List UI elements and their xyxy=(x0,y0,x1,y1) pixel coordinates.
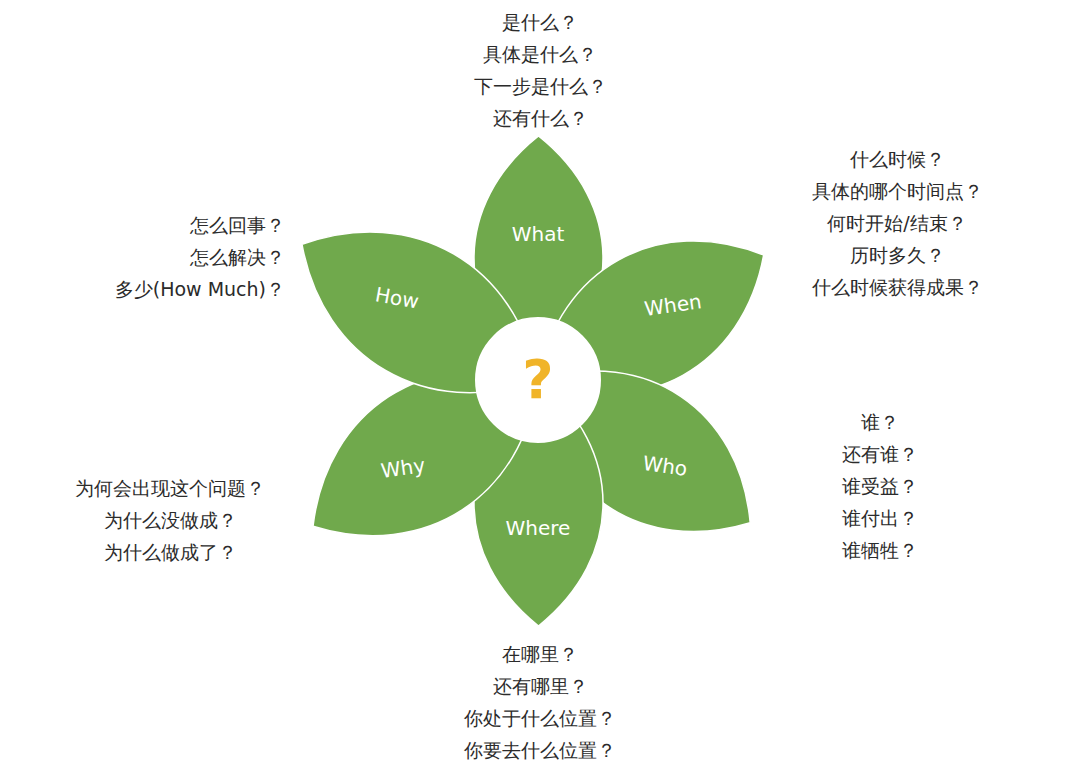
center-circle: ? xyxy=(474,316,602,444)
petal-label: What xyxy=(512,222,565,246)
question-text: 多少(How Much)？ xyxy=(115,273,285,305)
question-list: 什么时候？具体的哪个时间点？何时开始/结束？历时多久？什么时候获得成果？ xyxy=(812,143,983,303)
question-text: 为何会出现这个问题？ xyxy=(75,472,265,504)
question-mark: ? xyxy=(522,353,553,407)
question-text: 为什么没做成？ xyxy=(75,504,265,536)
question-text: 你处于什么位置？ xyxy=(464,702,616,734)
question-text: 什么时候？ xyxy=(812,143,983,175)
question-text: 你要去什么位置？ xyxy=(464,734,616,766)
question-text: 是什么？ xyxy=(474,6,607,38)
question-text: 具体的哪个时间点？ xyxy=(812,175,983,207)
circle-outline xyxy=(476,318,600,442)
question-text: 具体是什么？ xyxy=(474,38,607,70)
question-text: 什么时候获得成果？ xyxy=(812,271,983,303)
question-text: 谁牺牲？ xyxy=(842,534,918,566)
question-text: 历时多久？ xyxy=(812,239,983,271)
question-text: 谁？ xyxy=(842,406,918,438)
petal-label: Where xyxy=(506,516,571,540)
question-list: 为何会出现这个问题？为什么没做成？为什么做成了？ xyxy=(75,472,265,568)
question-text: 在哪里？ xyxy=(464,638,616,670)
question-text: 为什么做成了？ xyxy=(75,536,265,568)
question-text: 怎么回事？ xyxy=(115,209,285,241)
question-text: 下一步是什么？ xyxy=(474,70,607,102)
question-list: 在哪里？还有哪里？你处于什么位置？你要去什么位置？ xyxy=(464,638,616,766)
question-text: 谁付出？ xyxy=(842,502,918,534)
question-text: 怎么解决？ xyxy=(115,241,285,273)
question-text: 还有哪里？ xyxy=(464,670,616,702)
question-text: 还有什么？ xyxy=(474,102,607,134)
question-text: 谁受益？ xyxy=(842,470,918,502)
question-list: 谁？还有谁？谁受益？谁付出？谁牺牲？ xyxy=(842,406,918,566)
question-text: 何时开始/结束？ xyxy=(812,207,983,239)
question-text: 还有谁？ xyxy=(842,438,918,470)
question-list: 怎么回事？怎么解决？多少(How Much)？ xyxy=(115,209,285,305)
question-list: 是什么？具体是什么？下一步是什么？还有什么？ xyxy=(474,6,607,134)
